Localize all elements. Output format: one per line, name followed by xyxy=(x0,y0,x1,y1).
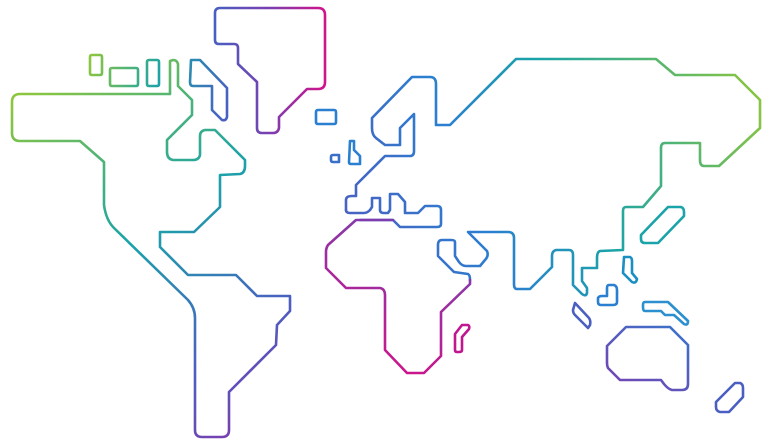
new-zealand-outline xyxy=(714,381,745,414)
madagascar-outline xyxy=(453,323,471,354)
new-guinea-outline xyxy=(641,300,690,326)
arctic-island xyxy=(108,66,140,88)
americas-outline xyxy=(10,58,292,439)
greenland-outline xyxy=(213,6,327,135)
africa-outline xyxy=(324,218,472,375)
europe-south-outline xyxy=(344,192,443,229)
sumatra-outline xyxy=(571,301,592,330)
philippines-outline xyxy=(596,283,619,307)
taiwan-outline xyxy=(621,255,639,284)
arctic-island xyxy=(188,58,229,122)
japan-outline xyxy=(639,205,686,245)
uk-outline xyxy=(347,139,362,166)
arctic-island xyxy=(145,58,161,88)
ireland-outline xyxy=(329,153,341,164)
australia-outline xyxy=(605,325,690,392)
iceland-outline xyxy=(314,108,338,126)
arctic-island xyxy=(88,53,104,77)
eurasia-outline xyxy=(344,57,762,297)
